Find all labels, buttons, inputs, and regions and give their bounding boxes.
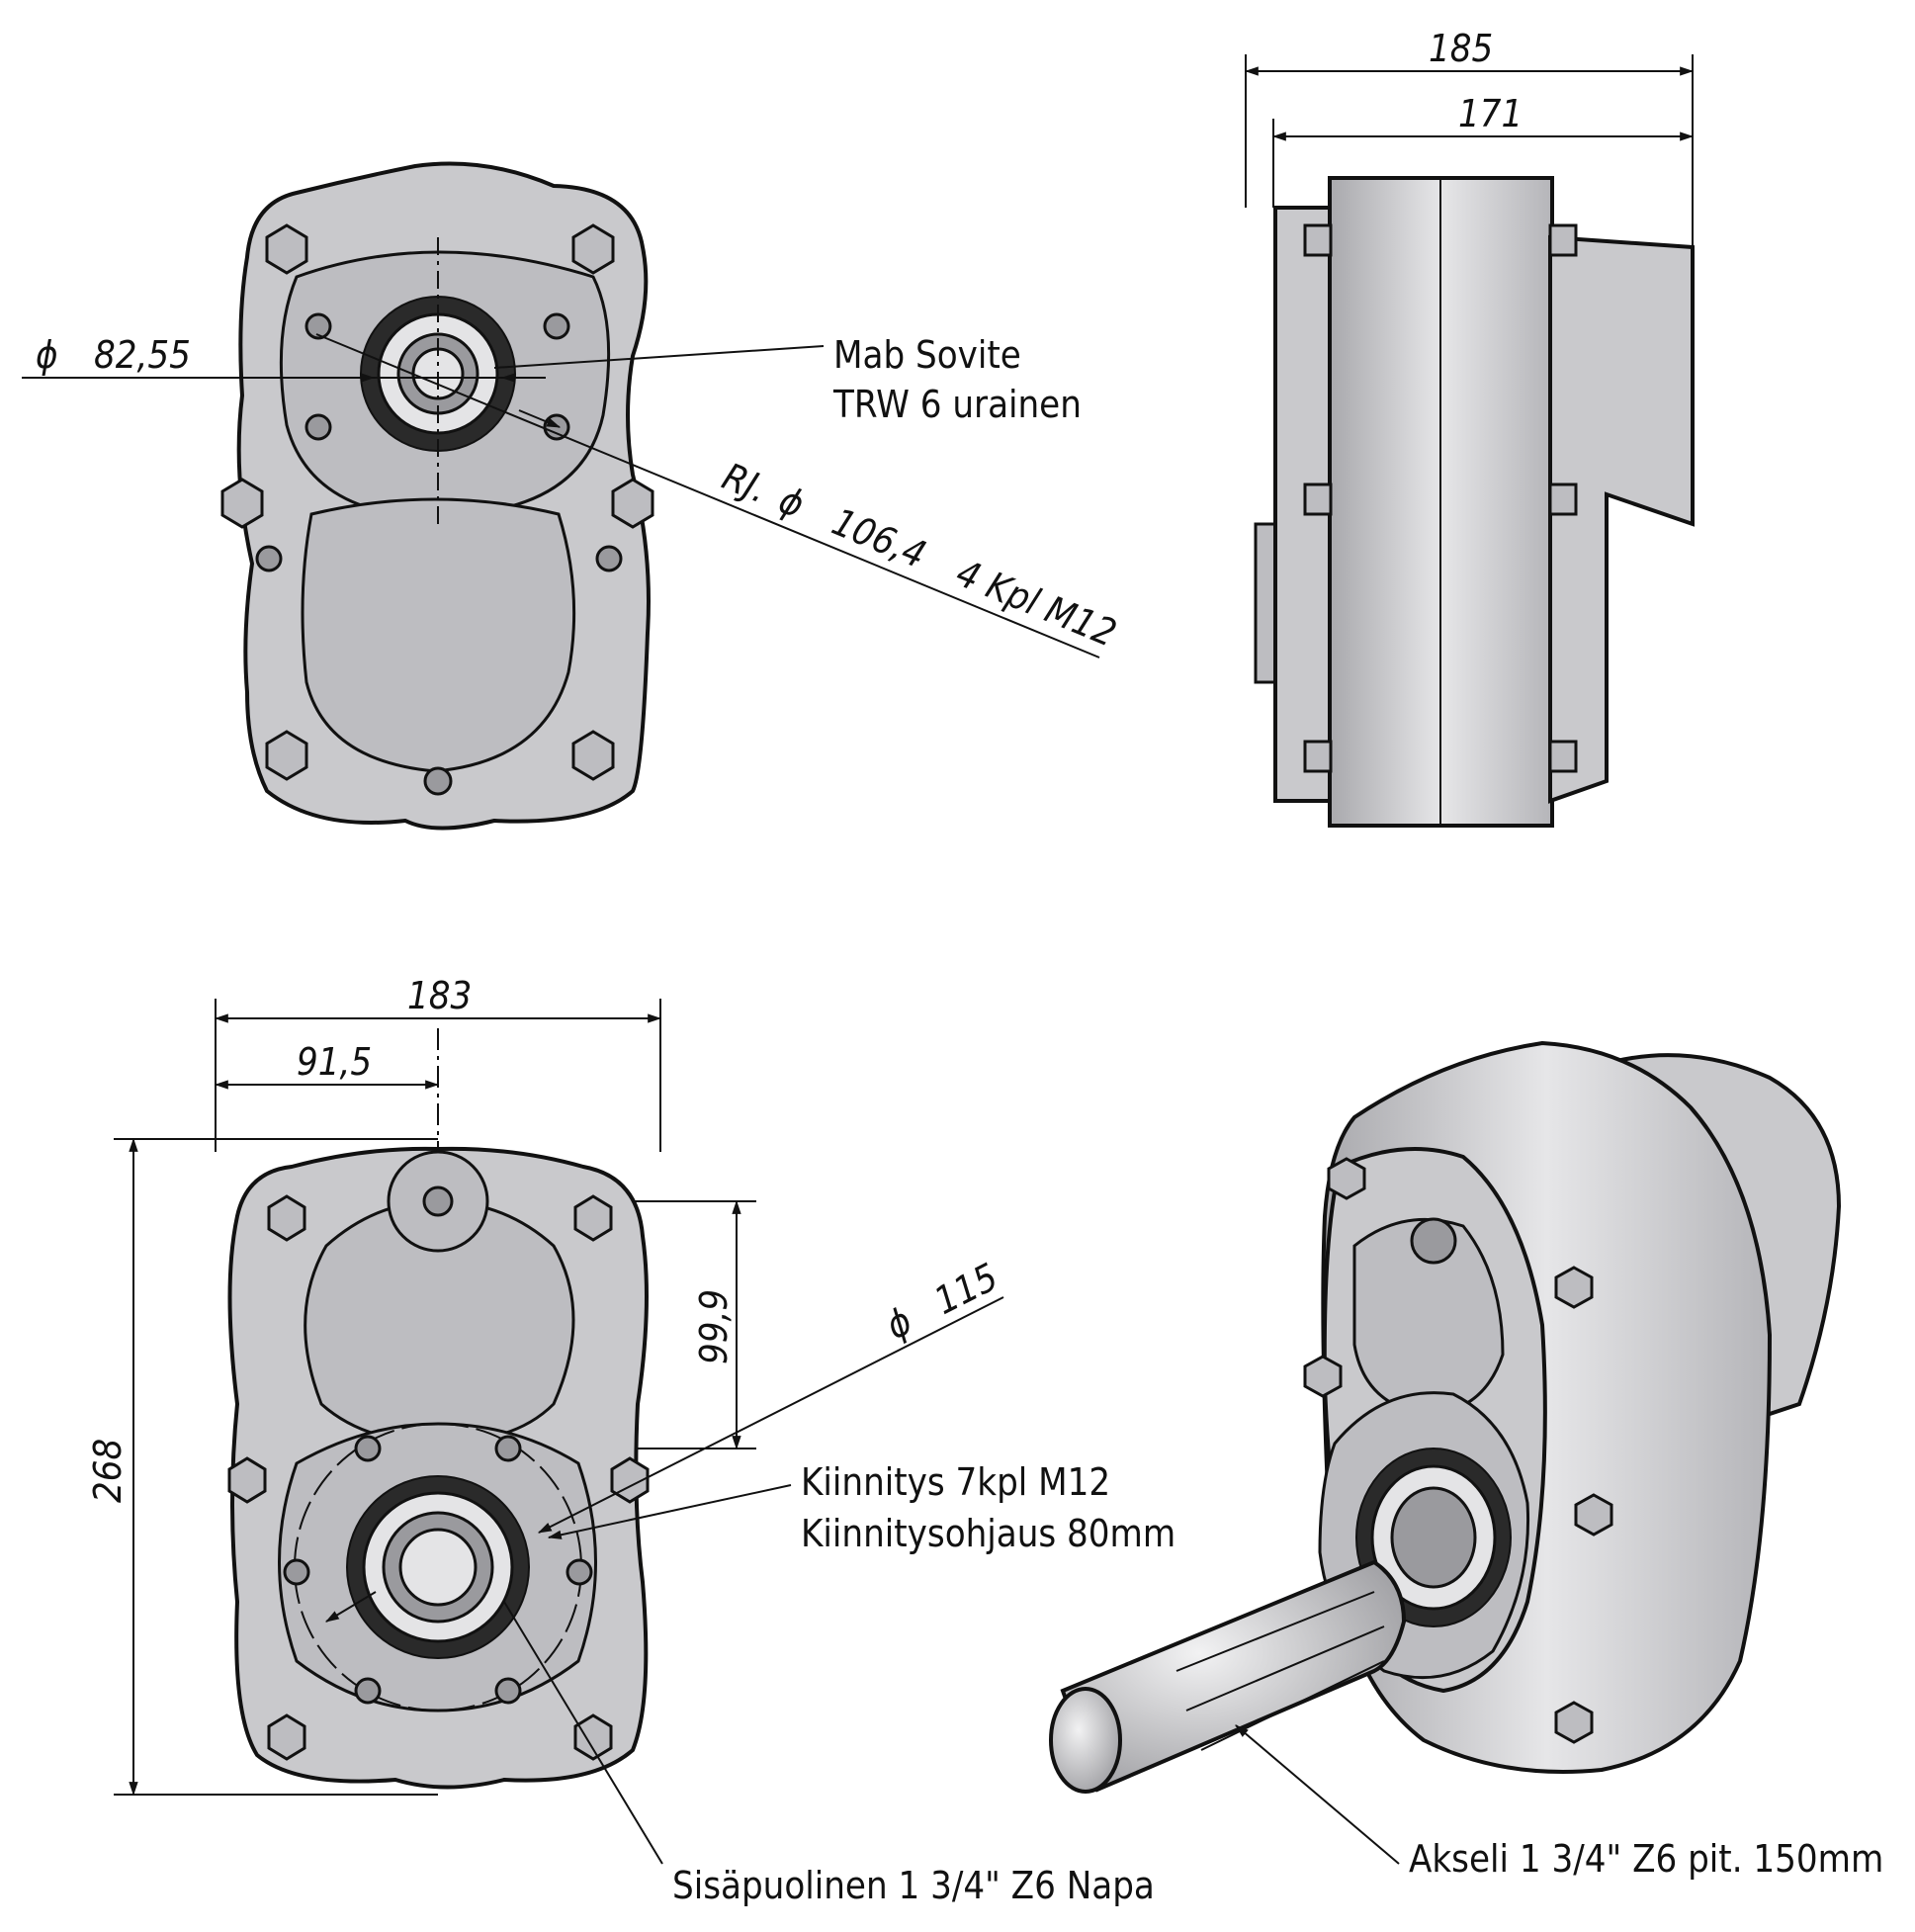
iso-shaft-spline <box>1175 1591 1375 1672</box>
front-bolt-hole <box>423 766 453 796</box>
rear-dia-115-symbol: ϕ <box>879 1299 918 1348</box>
rear-hex-nut <box>227 1456 267 1504</box>
front-hex-nut <box>571 730 615 781</box>
rear-hex-nut <box>573 1713 613 1761</box>
rear-dim-268-text: 268 <box>86 1439 130 1503</box>
hub-callout-leader <box>503 1601 663 1865</box>
bolt-circle-spec: 4 Kpl M12 <box>950 551 1122 655</box>
side-bolt <box>1548 483 1578 516</box>
front-hex-nut <box>265 730 308 781</box>
side-bolt <box>1548 223 1578 257</box>
rear-top-hole <box>422 1186 454 1217</box>
rear-flange-hole <box>354 1677 382 1705</box>
iso-shaft-end <box>1049 1687 1122 1794</box>
mount-callout-leader <box>547 1484 792 1539</box>
side-bolt <box>1303 483 1333 516</box>
rear-dim-91-5-text: 91,5 <box>297 1040 372 1084</box>
rear-hub-spline <box>398 1528 478 1607</box>
front-view: ϕ 82,55 Mab Sovite TRW 6 urainen RJ. ϕ 1… <box>22 161 1122 831</box>
iso-hex-nut <box>1554 1701 1594 1744</box>
iso-hub-bore <box>1390 1486 1477 1589</box>
bolt-circle-value: 106,4 <box>827 499 932 576</box>
hub-callout-text: Sisäpuolinen 1 3/4" Z6 Napa <box>672 1864 1155 1907</box>
iso-top-hole <box>1410 1217 1457 1265</box>
rear-hex-nut <box>267 1713 306 1761</box>
front-bolt-hole <box>543 413 570 441</box>
front-hex-nut <box>265 223 308 275</box>
rear-hex-nut <box>267 1194 306 1242</box>
rear-dia-115-arrow2 <box>324 1591 377 1623</box>
rear-view: 183 91,5 268 99,9 <box>86 974 1175 1907</box>
iso-shaft-spline <box>1200 1660 1385 1751</box>
iso-shaft <box>1060 1559 1407 1793</box>
side-bolt <box>1303 223 1333 257</box>
front-hex-nut <box>571 223 615 275</box>
rear-hex-nut <box>573 1194 613 1242</box>
front-bolt-hole <box>543 312 570 340</box>
rear-flange-hole <box>494 1435 522 1462</box>
iso-hex-nut <box>1327 1157 1366 1200</box>
bolt-circle-diagonal <box>315 333 1100 659</box>
rear-flange-hole <box>494 1677 522 1705</box>
iso-shaft-spline <box>1185 1625 1385 1712</box>
bolt-circle-symbol: ϕ <box>773 478 811 526</box>
front-dia-symbol: ϕ <box>36 333 58 377</box>
iso-view: Akseli 1 3/4" Z6 pit. 150mm <box>1049 1040 1883 1881</box>
front-bolt-hole <box>255 545 283 572</box>
side-view: 185 171 <box>1244 27 1695 828</box>
rear-dia-115-value: 115 <box>927 1255 1004 1323</box>
iso-hex-nut <box>1574 1493 1613 1537</box>
side-bolt <box>1548 740 1578 773</box>
mab-callout-line2: TRW 6 urainen <box>832 383 1082 426</box>
front-bolt-hole <box>305 413 332 441</box>
front-dia-value: 82,55 <box>94 333 191 377</box>
side-dim-185-text: 185 <box>1429 27 1493 70</box>
shaft-callout-leader <box>1235 1724 1400 1865</box>
front-hex-nut <box>220 478 264 529</box>
side-dim-171-text: 171 <box>1458 92 1523 135</box>
bolt-circle-arrow <box>518 409 562 428</box>
front-bolt-hole <box>595 545 623 572</box>
rear-flange-hole <box>566 1558 593 1586</box>
iso-hex-nut <box>1303 1355 1343 1398</box>
rear-dia-115-leader <box>537 1296 1004 1534</box>
shaft-callout-text: Akseli 1 3/4" Z6 pit. 150mm <box>1409 1837 1883 1881</box>
rear-dim-99-9-text: 99,9 <box>692 1289 736 1364</box>
mab-callout-leader <box>493 345 825 369</box>
side-bolt <box>1303 740 1333 773</box>
rear-flange-hole <box>354 1435 382 1462</box>
rear-dim-183-text: 183 <box>407 974 472 1017</box>
side-right-housing <box>1548 234 1695 804</box>
rear-flange-hole <box>283 1558 310 1586</box>
iso-hex-nut <box>1554 1266 1594 1309</box>
front-lower-lobe <box>301 497 576 773</box>
front-hex-nut <box>611 478 654 529</box>
mount-callout-line2: Kiinnitysohjaus 80mm <box>801 1512 1175 1555</box>
mab-callout-line1: Mab Sovite <box>833 333 1021 377</box>
front-bolt-hole <box>305 312 332 340</box>
mount-callout-line1: Kiinnitys 7kpl M12 <box>801 1460 1110 1504</box>
